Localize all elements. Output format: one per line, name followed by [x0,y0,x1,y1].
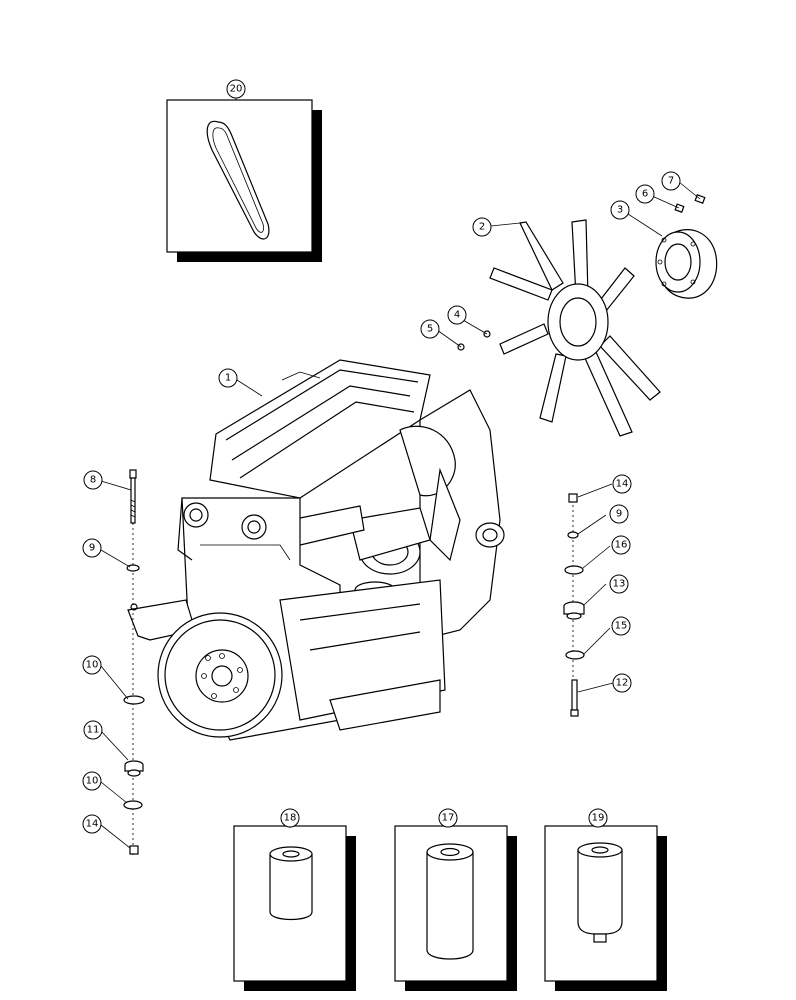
callout-10-lower-label: 10 [86,776,99,787]
right-mount-washer-16 [564,565,584,575]
callout-18: 18 [280,808,300,828]
right-mount-isolator-13 [563,601,585,620]
callout-3-label: 3 [617,205,623,216]
callout-2: 2 [472,217,492,237]
callout-2-label: 2 [479,222,485,233]
left-mount-washer-9 [126,564,140,572]
callout-5-label: 5 [427,324,433,335]
callout-8: 8 [83,470,103,490]
fan-hub [655,229,718,299]
callout-4-label: 4 [454,310,460,321]
callout-7-label: 7 [668,176,674,187]
callout-3: 3 [610,200,630,220]
leader-lines [100,98,701,849]
callout-19-label: 19 [592,813,605,824]
callout-6-label: 6 [642,189,648,200]
right-mount-nut-14 [568,493,578,503]
callout-16: 16 [611,535,631,555]
callout-7: 7 [661,171,681,191]
right-mount-washer-15 [565,650,585,660]
right-mount-bolt-12 [570,679,579,717]
callout-10-lower: 10 [82,771,102,791]
callout-1: 1 [218,368,238,388]
callout-16-label: 16 [615,540,628,551]
callout-13-label: 13 [613,579,626,590]
callout-19: 19 [588,808,608,828]
callout-11-label: 11 [87,725,100,736]
callout-6: 6 [635,184,655,204]
callout-9-left: 9 [82,538,102,558]
callout-14-left: 14 [82,814,102,834]
left-mount-washer-10b [123,800,143,810]
callout-15-label: 15 [615,621,628,632]
callout-17-label: 17 [442,813,455,824]
filter-box-17 [394,825,517,991]
callout-13: 13 [609,574,629,594]
filter-box-18 [233,825,356,991]
callout-18-label: 18 [284,813,297,824]
callout-12-label: 12 [616,678,629,689]
hub-nut [674,203,685,213]
filter-box-19 [544,825,667,991]
callout-9-right-label: 9 [616,509,622,520]
callout-14-left-label: 14 [86,819,99,830]
right-mount-washer-9 [567,531,579,539]
callout-10-upper-label: 10 [86,660,99,671]
callout-15: 15 [611,616,631,636]
left-mount-nut-14 [129,845,139,855]
callout-4: 4 [447,305,467,325]
left-mount-bolt [129,469,137,524]
callout-12: 12 [612,673,632,693]
engine-assembly [127,359,505,741]
belt-inset-box [166,99,322,262]
callout-11: 11 [83,720,103,740]
callout-9-left-label: 9 [89,543,95,554]
callout-20: 20 [226,79,246,99]
callout-9-right: 9 [609,504,629,524]
callout-1-label: 1 [225,373,231,384]
callout-17: 17 [438,808,458,828]
callout-10-upper: 10 [82,655,102,675]
left-mount-isolator-11 [124,760,144,777]
cooling-fan [489,219,661,437]
callout-8-label: 8 [90,475,96,486]
callout-20-label: 20 [230,84,243,95]
left-mount-washer-10a [123,695,145,705]
callout-5: 5 [420,319,440,339]
callout-14-right: 14 [612,474,632,494]
callout-14-right-label: 14 [616,479,629,490]
